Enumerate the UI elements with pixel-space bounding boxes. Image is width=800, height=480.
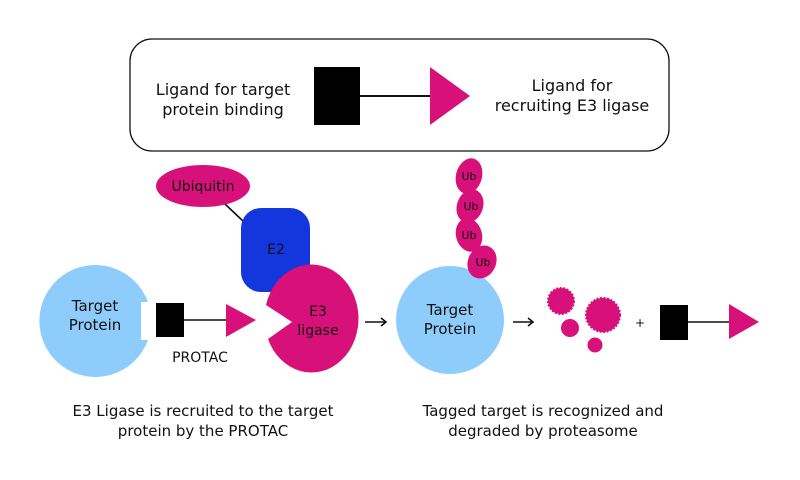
e3-label-line2: ligase [297,323,338,339]
fragment-shape [587,337,603,353]
target-protein-shape [39,265,149,378]
ub-label: Ub [475,256,490,269]
step1-caption-line1: E3 Ligase is recruited to the target [73,402,334,420]
e3-ligand-triangle-icon [430,67,470,125]
plus-sign: + [635,316,645,330]
arrow-right-icon [513,317,535,327]
step2-caption-line2: degraded by proteasome [448,422,638,440]
target-protein-label-line1: Target [71,297,119,315]
ub-shape [455,158,483,194]
ubiquitin-chain: Ub Ub Ub Ub [455,158,497,279]
target-ligand-square-icon [314,67,360,125]
degraded-fragments [547,287,621,353]
ubiquitin-label: Ubiquitin [172,179,235,195]
ubiquitin-shape [156,165,250,207]
legend-right-label-line2: recruiting E3 ligase [495,96,650,115]
ub-shape [467,245,497,279]
arrow-right-icon [365,317,388,327]
tagged-target-label-line1: Target [426,301,474,319]
recycled-protac-triangle-icon [729,304,759,339]
ub-shape [456,189,484,223]
fragment-shape [585,297,621,333]
step1-caption-line2: protein by the PROTAC [118,422,288,440]
e3-ligase-shape [266,264,359,373]
ub-label: Ub [461,170,476,183]
step2-caption-line1: Tagged target is recognized and [422,402,664,420]
ubiquitin-e2-bond [224,203,245,223]
ub-label: Ub [463,200,478,213]
tagged-target-label-line2: Protein [424,320,477,338]
target-protein-label-line2: Protein [69,316,122,334]
protac-label: PROTAC [172,350,228,366]
protac-square-icon [156,303,184,337]
legend-left-label-line2: protein binding [162,100,284,119]
legend-right-label-line1: Ligand for [532,76,613,95]
e2-label: E2 [267,242,285,258]
fragment-shape [561,319,579,337]
ub-label: Ub [461,229,476,242]
recycled-protac-square-icon [660,305,688,340]
fragment-shape [547,287,575,315]
tagged-target-protein-shape [396,266,504,374]
ub-shape [455,218,483,252]
e3-label-line1: E3 [309,304,327,320]
protac-triangle-icon [226,304,256,337]
legend-left-label-line1: Ligand for target [156,80,290,99]
